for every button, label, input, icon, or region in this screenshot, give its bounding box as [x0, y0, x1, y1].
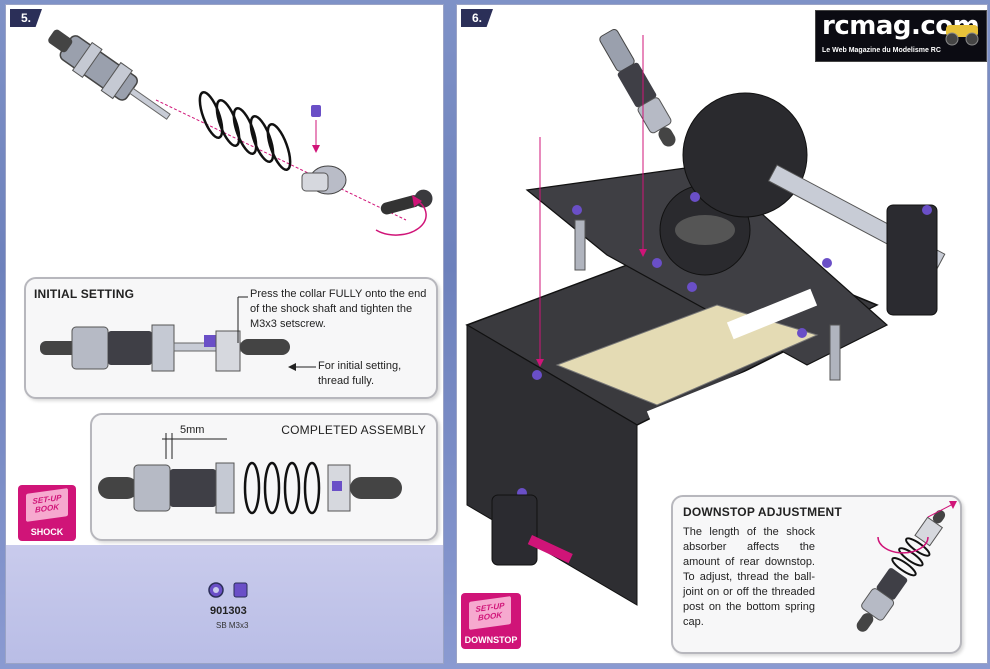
setup-book-label: DOWNSTOP: [464, 635, 518, 645]
setup-book-shock-badge: SET-UP BOOK SHOCK: [18, 485, 76, 541]
thread-note: For initial setting, thread fully.: [318, 360, 402, 387]
rcmag-watermark-logo: rcmag.com Le Web Magazine du Modelisme R…: [815, 10, 987, 62]
part-code: 901303: [210, 605, 247, 617]
chassis-illustration: [465, 28, 946, 606]
parts-panel: [6, 545, 443, 663]
initial-setting-illustration: [40, 296, 316, 372]
downstop-adjustment-box: DOWNSTOP ADJUSTMENT The length of the sh…: [671, 495, 962, 654]
manual-page-step-5: 5.: [5, 4, 444, 664]
step-number: 6.: [461, 9, 493, 27]
initial-setting-title: INITIAL SETTING: [34, 287, 135, 301]
part-description: SB M3x3: [216, 621, 249, 630]
setup-book-downstop-badge: SET-UP BOOK DOWNSTOP: [461, 593, 521, 649]
setup-book-cover: SET-UP BOOK: [469, 596, 511, 630]
dimension-label: 5mm: [180, 424, 205, 436]
completed-assembly-title: COMPLETED ASSEMBLY: [281, 423, 426, 437]
part-icons: [208, 582, 248, 598]
step-number: 5.: [10, 9, 42, 27]
shock-exploded-illustration: [48, 29, 433, 236]
completed-assembly-box: COMPLETED ASSEMBLY 5mm: [90, 413, 438, 541]
manual-page-step-6: 6.: [456, 4, 988, 664]
setup-book-label: SHOCK: [30, 527, 64, 537]
collar-note: Press the collar FULLY onto the end of t…: [250, 288, 427, 330]
completed-assembly-illustration: [98, 433, 402, 515]
downstop-shock-illustration: [856, 501, 957, 632]
downstop-body: The length of the shock absorber affects…: [683, 526, 815, 628]
rcmag-tagline: Le Web Magazine du Modelisme RC: [822, 47, 941, 54]
downstop-title: DOWNSTOP ADJUSTMENT: [683, 505, 842, 519]
initial-setting-box: INITIAL SETTING Press the collar FULLY o…: [24, 277, 438, 399]
rc-car-icon: [945, 25, 979, 46]
